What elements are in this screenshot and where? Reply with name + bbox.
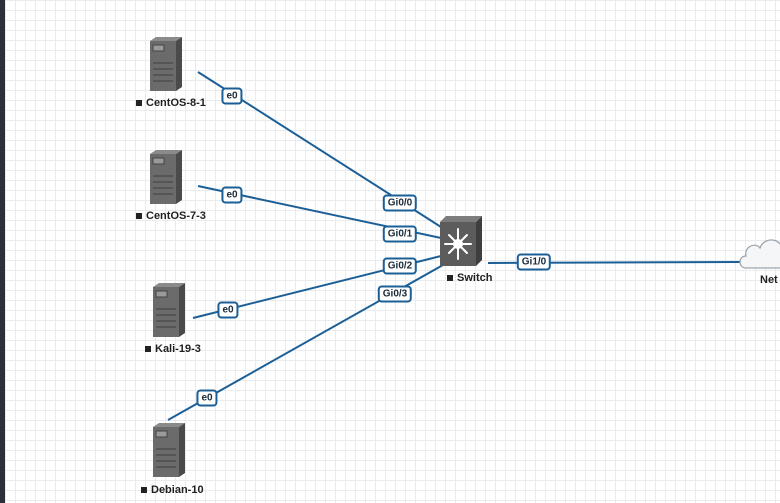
server-icon [153,283,185,337]
port-label-centos8-e0[interactable]: e0 [221,87,243,105]
server-icon [150,150,182,204]
status-icon [145,346,151,352]
node-label-kali: Kali-19-3 [145,343,201,355]
status-icon [447,275,453,281]
status-icon [136,100,142,106]
node-label-net: Net [760,274,778,286]
port-label-switch-gi00[interactable]: Gi0/0 [382,194,418,212]
cloud-icon [739,239,780,269]
node-label-debian: Debian-10 [141,484,204,496]
node-label-centos7: CentOS-7-3 [136,210,206,222]
node-switch[interactable] [438,216,484,266]
port-label-centos7-e0[interactable]: e0 [221,186,243,204]
sidebar-edge [0,0,5,503]
links-layer [167,71,742,421]
node-label-centos8: CentOS-8-1 [136,97,206,109]
node-name: Net [760,274,778,286]
node-kali[interactable] [148,283,190,337]
port-label-switch-gi03[interactable]: Gi0/3 [377,285,413,303]
port-label-switch-gi02[interactable]: Gi0/2 [382,257,418,275]
node-label-switch: Switch [447,272,492,284]
port-label-kali-e0[interactable]: e0 [217,301,239,319]
node-centos7[interactable] [145,150,187,204]
node-centos8[interactable] [145,37,187,91]
node-net[interactable] [738,232,780,272]
node-name: CentOS-8-1 [146,97,206,109]
node-debian[interactable] [148,423,190,477]
port-label-switch-gi10[interactable]: Gi1/0 [516,253,552,271]
node-name: CentOS-7-3 [146,210,206,222]
node-name: Switch [457,272,493,284]
node-name: Kali-19-3 [155,343,201,355]
status-icon [136,213,142,219]
port-label-switch-gi01[interactable]: Gi0/1 [382,225,418,243]
layer3-switch-icon [440,216,482,266]
node-name: Debian-10 [151,484,204,496]
server-icon [150,37,182,91]
port-label-debian-e0[interactable]: e0 [196,389,218,407]
topology-canvas[interactable]: CentOS-8-1 CentOS-7-3 [5,0,780,503]
server-icon [153,423,185,477]
status-icon [141,487,147,493]
